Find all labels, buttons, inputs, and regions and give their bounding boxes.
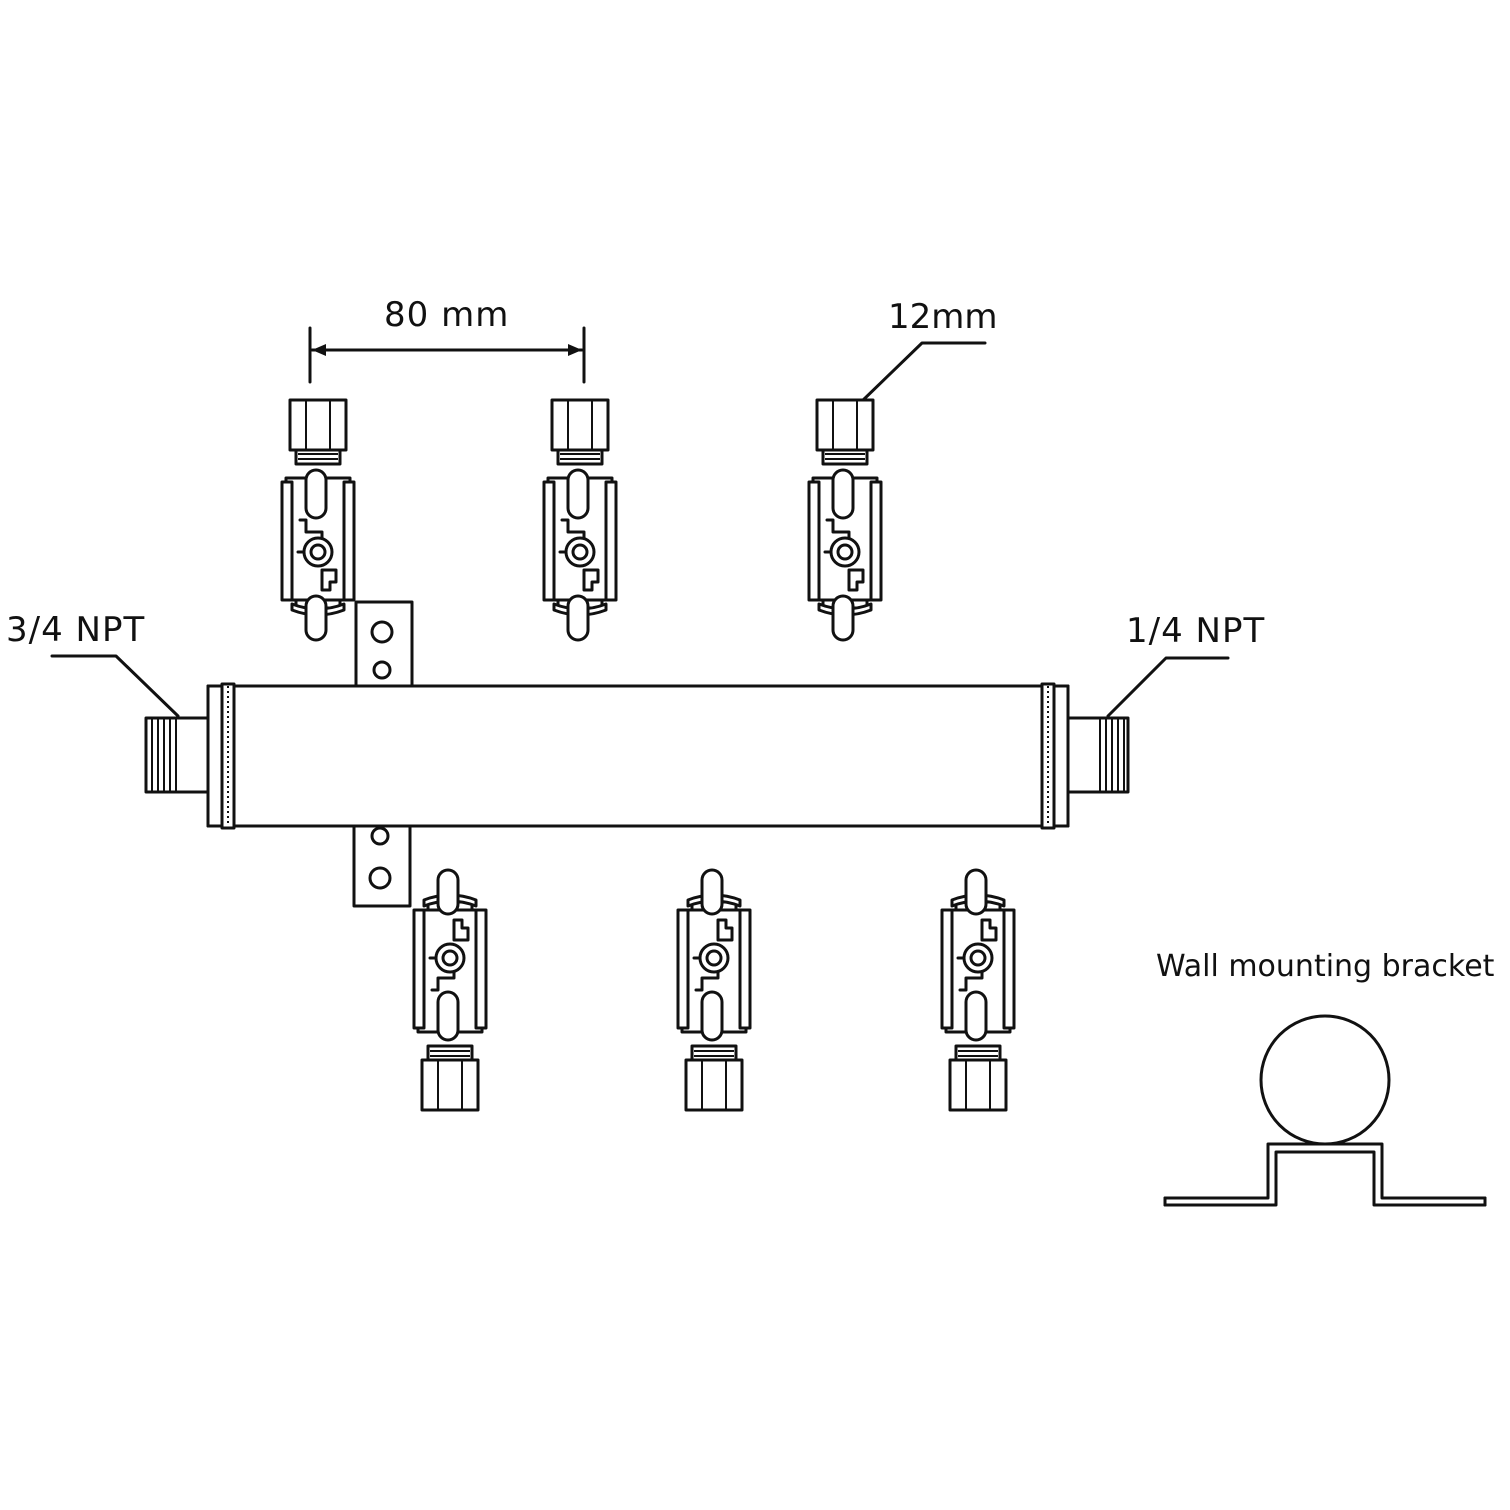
valve-top-3 bbox=[807, 398, 883, 642]
inlet-fitting bbox=[144, 716, 212, 794]
valve-top-1 bbox=[280, 398, 356, 642]
spacing-dimension bbox=[308, 326, 586, 384]
port-size-label: 12mm bbox=[888, 297, 998, 337]
valve-bottom-2 bbox=[676, 868, 752, 1112]
inlet-leader bbox=[50, 654, 180, 718]
inlet-label: 3/4 NPT bbox=[6, 610, 146, 650]
valve-top-2 bbox=[542, 398, 618, 642]
mounting-tab-top bbox=[354, 600, 414, 692]
outlet-fitting bbox=[1064, 716, 1130, 794]
mounting-tab-bottom bbox=[352, 814, 412, 908]
port-size-leader bbox=[858, 341, 987, 405]
outlet-label: 1/4 NPT bbox=[1126, 611, 1266, 651]
spacing-label: 80 mm bbox=[384, 295, 510, 335]
valve-bottom-3 bbox=[940, 868, 1016, 1112]
outlet-leader bbox=[1106, 656, 1230, 718]
bracket-label: Wall mounting bracket bbox=[1156, 949, 1495, 984]
bracket-detail bbox=[1163, 1014, 1487, 1207]
manifold-header bbox=[206, 682, 1070, 830]
valve-bottom-1 bbox=[412, 868, 488, 1112]
